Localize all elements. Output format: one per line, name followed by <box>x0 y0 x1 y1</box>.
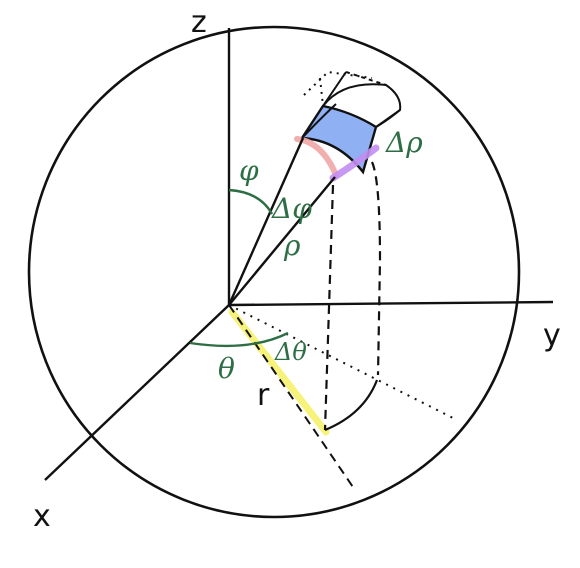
theta-plus-ray-dashed <box>228 304 356 491</box>
delta-rho-label: Δρ <box>385 126 423 159</box>
theta-label: θ <box>218 352 235 385</box>
x-axis-label: x <box>33 499 51 534</box>
base-arc <box>324 379 379 432</box>
y-axis-label: y <box>543 318 561 353</box>
y-axis <box>228 300 554 307</box>
rho-ray <box>227 137 305 306</box>
rho-label: ρ <box>283 229 301 262</box>
phi-arc <box>228 188 274 215</box>
delta-theta-label: Δθ <box>274 338 307 366</box>
sphere-outline <box>27 25 521 519</box>
theta-arc <box>189 331 289 348</box>
projection-line-1 <box>323 184 335 431</box>
volume-outer-side <box>375 109 401 128</box>
volume-outer-back <box>322 71 347 107</box>
volume-element-fill <box>299 104 378 175</box>
r-label: r <box>257 378 270 413</box>
volume-dotted-guide <box>319 77 324 107</box>
projection-line-2 <box>370 161 382 376</box>
x-axis <box>44 304 230 481</box>
volume-inner-top <box>301 103 337 139</box>
phi-label: φ <box>239 154 259 187</box>
z-axis-label: z <box>191 5 207 40</box>
rho-plus-ray <box>228 176 336 306</box>
volume-base-highlight <box>329 144 380 182</box>
volume-outer-edge <box>345 71 387 86</box>
delta-phi-label: Δφ <box>271 192 312 225</box>
